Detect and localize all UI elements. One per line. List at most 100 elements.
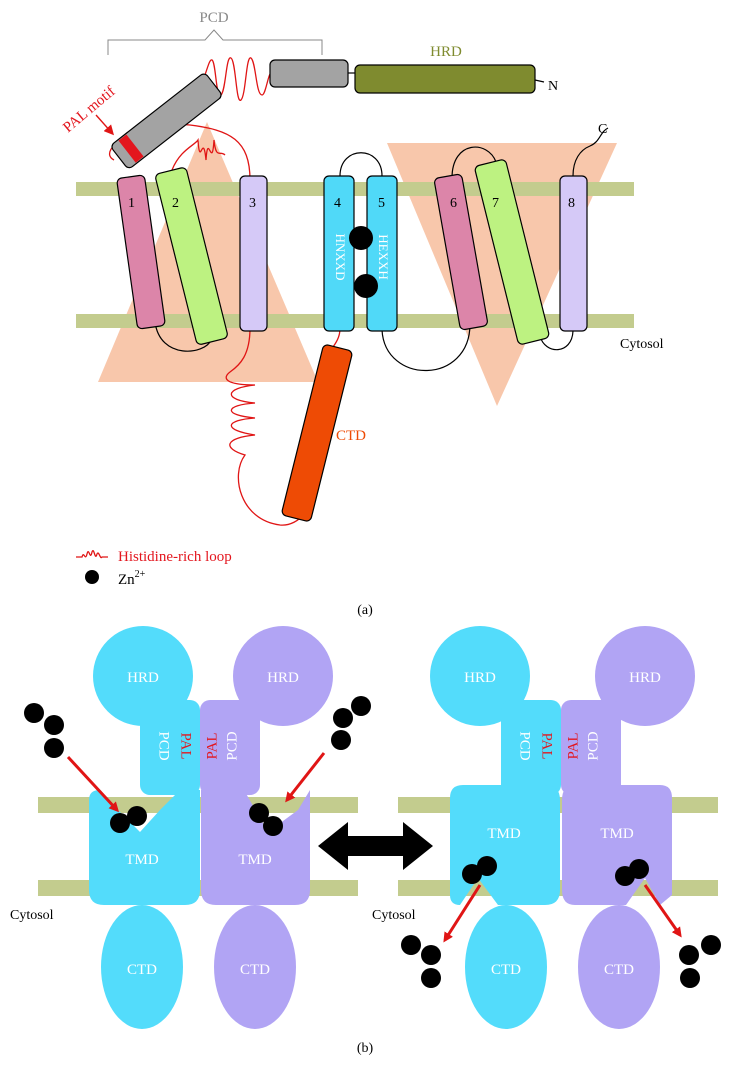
pcd-cyan-right-label: PCD bbox=[517, 731, 533, 760]
helix-4 bbox=[323, 175, 355, 332]
panel-a: PCD PAL motif HRD N C 1 2 3 4 HNXXD bbox=[60, 10, 663, 618]
zinc-rc-out-3 bbox=[421, 968, 441, 988]
pcd-bracket bbox=[107, 29, 323, 55]
his-loop-to-ctd bbox=[225, 327, 303, 526]
arrow-left-in-cyan bbox=[66, 755, 120, 813]
loop-7-8 bbox=[539, 330, 574, 351]
helix-8 bbox=[559, 175, 588, 332]
zinc-left-bound-2 bbox=[127, 806, 147, 826]
pal-motif-label: PAL motif bbox=[60, 84, 118, 137]
tmd-cyan-right bbox=[450, 785, 560, 905]
helix-7 bbox=[474, 159, 550, 345]
pcd-purple-left bbox=[200, 700, 260, 795]
zinc-left-out-1 bbox=[24, 703, 44, 723]
zinc-rp-out-3 bbox=[680, 968, 700, 988]
helix-6 bbox=[434, 173, 488, 331]
ctd-cyan-left-label: CTD bbox=[127, 962, 157, 978]
helix-5-motif: HEXXH bbox=[376, 234, 391, 280]
tmd-cyan-left-label: TMD bbox=[125, 852, 159, 868]
ctd-purple-left bbox=[214, 905, 296, 1029]
cytosol-label-a: Cytosol bbox=[620, 337, 664, 352]
zinc-rp-out-2 bbox=[679, 945, 699, 965]
ctd-cyan-right bbox=[465, 905, 547, 1029]
helix-3-label: 3 bbox=[249, 196, 256, 211]
tmd-cyan-right-label: TMD bbox=[487, 826, 521, 842]
pcd-domain bbox=[111, 73, 222, 169]
zinc-purple-bound-2 bbox=[263, 816, 283, 836]
pcd-gray-box-2 bbox=[269, 59, 349, 88]
helix-3 bbox=[239, 175, 268, 332]
ctd-cyan-right-label: CTD bbox=[491, 962, 521, 978]
pcd-label: PCD bbox=[199, 10, 228, 26]
hrd-purple-right-label: HRD bbox=[629, 670, 661, 686]
legend-zinc-icon bbox=[85, 570, 99, 584]
pcd-purple-left-label: PCD bbox=[224, 731, 240, 760]
helix-1-label: 1 bbox=[128, 196, 135, 211]
ctd-purple-right-label: CTD bbox=[604, 962, 634, 978]
cytosol-label-b-right: Cytosol bbox=[372, 908, 416, 923]
pal-motif-arrow bbox=[95, 114, 114, 136]
helix-8-label: 8 bbox=[568, 196, 575, 211]
ctd-purple-left-label: CTD bbox=[240, 962, 270, 978]
zinc-right-out-3 bbox=[331, 730, 351, 750]
helix-4-motif: HNXXD bbox=[333, 234, 348, 281]
pal-purple-right-label: PAL bbox=[565, 733, 581, 760]
pal-cyan-left-label: PAL bbox=[178, 733, 194, 760]
zinc-left-out-2 bbox=[44, 715, 64, 735]
loop-5-6 bbox=[381, 323, 471, 372]
tmd-purple-right-label: TMD bbox=[600, 826, 634, 842]
helix-2-label: 2 bbox=[172, 196, 179, 211]
helix-2 bbox=[155, 167, 228, 345]
legend-loop-label: Histidine-rich loop bbox=[118, 549, 232, 565]
arrow-left-in-purple bbox=[285, 752, 326, 803]
loop-1-2 bbox=[154, 321, 212, 352]
pcd-cyan-right bbox=[501, 700, 561, 795]
zinc-rp-bound-2 bbox=[629, 859, 649, 879]
zinc-ion-2 bbox=[354, 274, 378, 298]
helix-4-label: 4 bbox=[334, 196, 341, 211]
caption-a: (a) bbox=[357, 603, 373, 618]
pcd-wavy-loop bbox=[195, 57, 273, 101]
zinc-right-out-1 bbox=[351, 696, 371, 716]
helix-6-label: 6 bbox=[450, 196, 457, 211]
zinc-left-out-3 bbox=[44, 738, 64, 758]
hrd-purple-left bbox=[233, 626, 333, 726]
tmd-purple-left bbox=[201, 790, 310, 905]
pcd-cyan-left-label: PCD bbox=[156, 731, 172, 760]
hrd-domain bbox=[354, 64, 536, 94]
legend-zinc-label: Zn2+ bbox=[118, 569, 146, 588]
caption-b: (b) bbox=[357, 1041, 374, 1056]
ctd-label: CTD bbox=[336, 428, 366, 444]
hrd-cyan-left-label: HRD bbox=[127, 670, 159, 686]
loop-6-7-top bbox=[451, 146, 497, 179]
pcd-purple-right bbox=[561, 700, 621, 795]
zinc-rc-bound-2 bbox=[477, 856, 497, 876]
helix-1 bbox=[116, 174, 166, 330]
ctd-cyan-left bbox=[101, 905, 183, 1029]
helix-7-label: 7 bbox=[492, 196, 499, 211]
pal-motif-box bbox=[118, 134, 144, 163]
pal-cyan-right-label: PAL bbox=[539, 733, 555, 760]
ctd-purple-right bbox=[578, 905, 660, 1029]
pcd-purple-right-label: PCD bbox=[585, 731, 601, 760]
hrd-purple-right bbox=[595, 626, 695, 726]
zinc-rc-bound-1 bbox=[462, 864, 482, 884]
zinc-ion-1 bbox=[349, 226, 373, 250]
zinc-left-bound-1 bbox=[110, 813, 130, 833]
pcd-cyan-left bbox=[140, 700, 200, 795]
ctd-helix bbox=[281, 344, 353, 522]
zinc-rc-out-1 bbox=[401, 935, 421, 955]
zinc-rc-out-2 bbox=[421, 945, 441, 965]
zinc-right-out-2 bbox=[333, 708, 353, 728]
tmd-purple-left-label: TMD bbox=[238, 852, 272, 868]
arrow-right-out-cyan bbox=[443, 884, 482, 943]
c-terminus-label: C bbox=[598, 122, 607, 137]
double-arrow bbox=[318, 822, 433, 870]
c-terminal-tail bbox=[572, 127, 609, 177]
cytosol-label-b-left: Cytosol bbox=[10, 908, 54, 923]
zinc-purple-bound-1 bbox=[249, 803, 269, 823]
legend-loop-icon bbox=[76, 550, 108, 559]
arrow-right-out-purple bbox=[643, 884, 682, 938]
hrd-purple-left-label: HRD bbox=[267, 670, 299, 686]
